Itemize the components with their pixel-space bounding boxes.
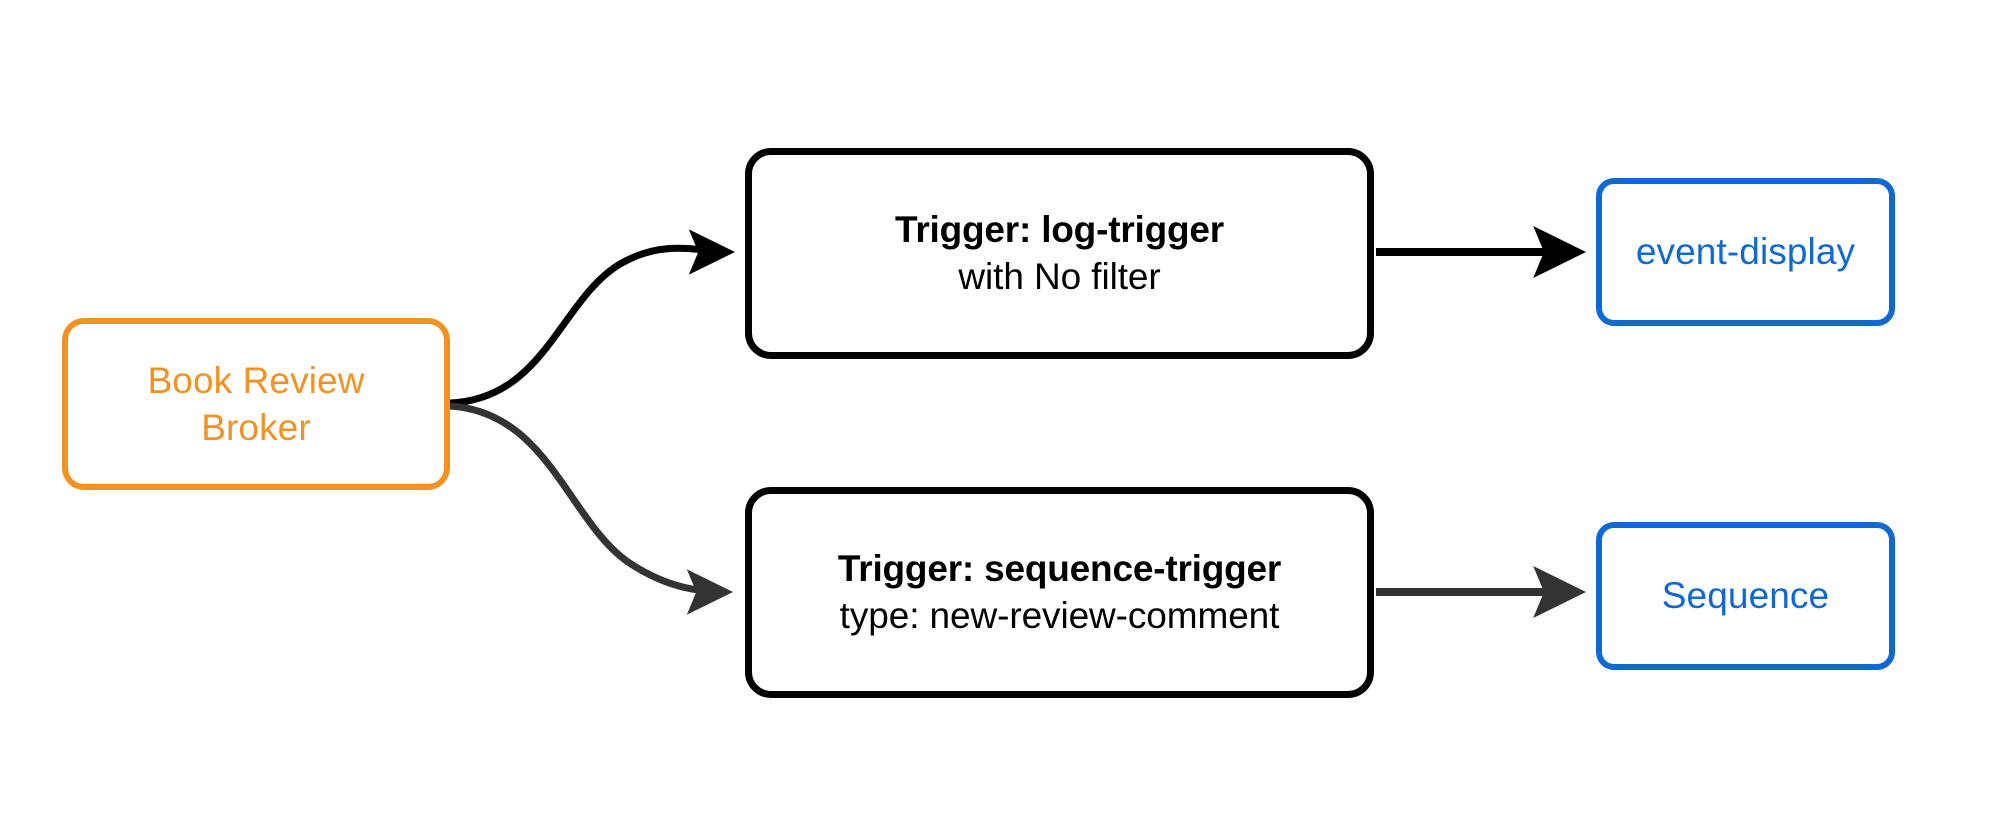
edge-broker-to-log-trigger — [449, 229, 735, 407]
broker-label-line-1: Book Review — [147, 359, 365, 401]
sequence-trigger-title: Trigger: sequence-trigger — [837, 548, 1282, 590]
broker-label-line-2: Broker — [201, 407, 311, 448]
sequence-label: Sequence — [1661, 574, 1830, 616]
node-sequence-trigger[interactable]: Trigger: sequence-trigger type: new-revi… — [745, 487, 1374, 698]
node-event-display[interactable]: event-display — [1596, 178, 1895, 326]
sequence-trigger-subtitle: type: new-review-comment — [839, 594, 1280, 636]
log-trigger-title: Trigger: log-trigger — [894, 209, 1224, 251]
event-display-label: event-display — [1635, 230, 1856, 272]
node-book-review-broker[interactable]: Book Review Broker — [62, 318, 450, 490]
node-sequence[interactable]: Sequence — [1596, 522, 1895, 670]
log-trigger-subtitle: with No filter — [958, 255, 1161, 297]
edge-broker-to-sequence-trigger — [449, 402, 734, 615]
node-log-trigger[interactable]: Trigger: log-trigger with No filter — [745, 148, 1374, 359]
